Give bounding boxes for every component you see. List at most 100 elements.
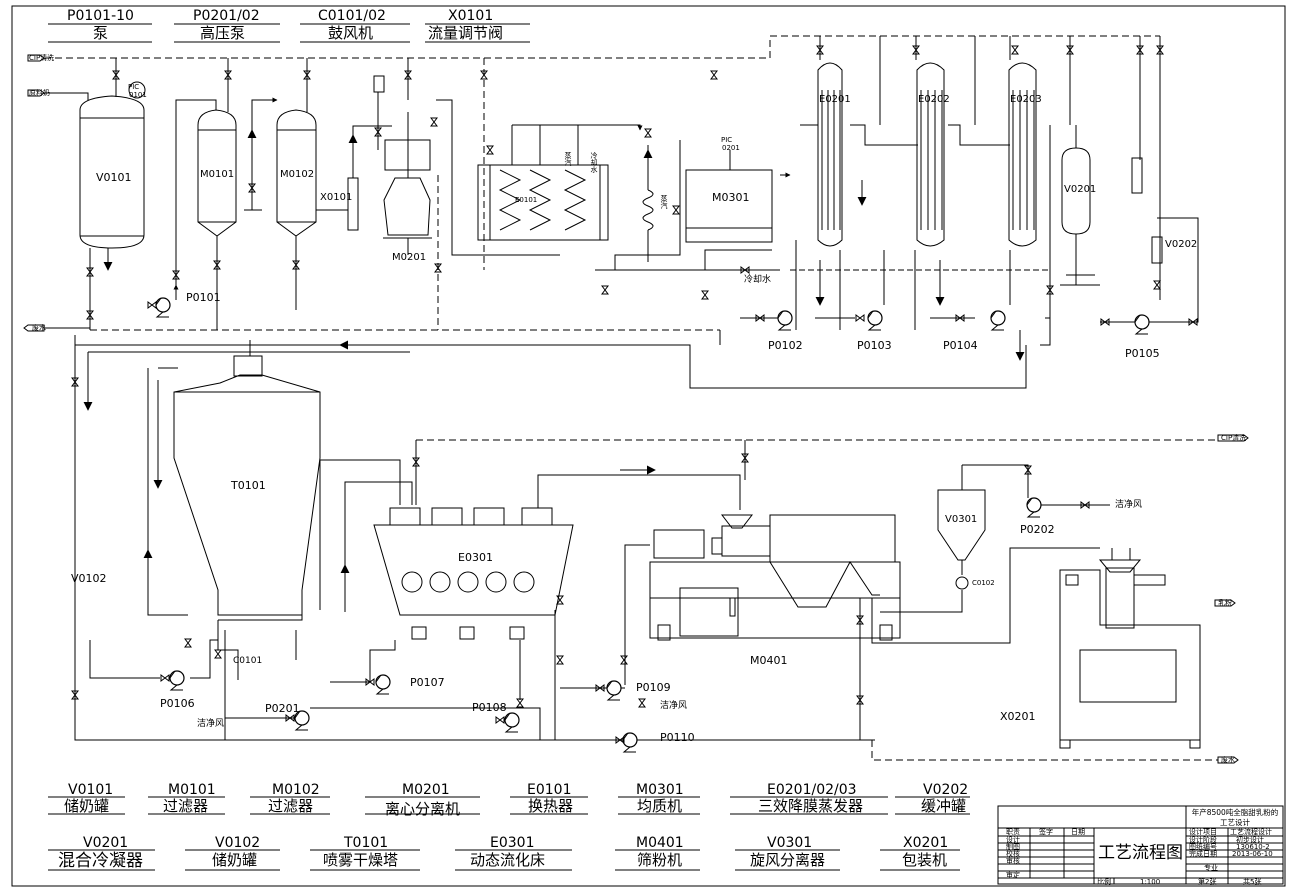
legend-name: 离心分离机 bbox=[385, 800, 461, 818]
legend-name: 旋风分离器 bbox=[750, 851, 826, 869]
info-value: 工艺流程设计 bbox=[1230, 828, 1272, 836]
tank-v0101 bbox=[79, 95, 145, 249]
legend-code: P0101-10 bbox=[67, 8, 134, 24]
stream-label-raw-milk: 原料奶 bbox=[29, 89, 50, 97]
equipment-tag-m0401: M0401 bbox=[750, 654, 788, 667]
legend-name: 换热器 bbox=[528, 797, 574, 815]
drawing-frame bbox=[11, 5, 1286, 887]
info-label: 设计阶段 bbox=[1189, 836, 1217, 844]
equipment-tag-v0202: V0202 bbox=[1165, 239, 1198, 250]
legend-name: 缓冲罐 bbox=[921, 797, 967, 815]
equipment-tag-c0102: C0102 bbox=[972, 579, 995, 587]
sifter-m0401 bbox=[649, 561, 901, 639]
equipment-tag-e0202: E0202 bbox=[918, 94, 950, 105]
equipment-tag-m0102: M0102 bbox=[280, 169, 315, 180]
centrifuge-m0201 bbox=[383, 139, 431, 236]
title-role: 审核 bbox=[1006, 857, 1020, 865]
stream-label-steam: 蒸汽 bbox=[660, 195, 668, 209]
scale-label: 比例 bbox=[1097, 878, 1111, 886]
sheet-number: 第2张 bbox=[1198, 878, 1217, 886]
sheet-total: 共5张 bbox=[1243, 878, 1262, 886]
legend-code: M0301 bbox=[636, 782, 684, 798]
title-header-col: 日期 bbox=[1071, 828, 1085, 836]
legend-code: M0201 bbox=[402, 782, 450, 798]
legend-name: 包装机 bbox=[902, 851, 948, 869]
filter-m0101 bbox=[197, 109, 237, 237]
drawing-title: 工艺流程图 bbox=[1098, 843, 1183, 863]
filter-m0102 bbox=[276, 109, 317, 237]
info-value: 130610-2 bbox=[1236, 843, 1270, 851]
title-role: 设计 bbox=[1006, 836, 1020, 844]
legend-code: M0401 bbox=[636, 835, 684, 851]
equipment-tag-m0101: M0101 bbox=[200, 169, 235, 180]
cyclone-v0301 bbox=[937, 489, 986, 561]
legend-code: M0101 bbox=[168, 782, 216, 798]
equipment-tag-t0101: T0101 bbox=[231, 479, 266, 492]
legend-code: M0102 bbox=[272, 782, 320, 798]
equipment-tag-x0201: X0201 bbox=[1000, 710, 1036, 723]
stream-label-waste-water: 废水 bbox=[32, 324, 46, 332]
fluid-bed-e0301 bbox=[373, 524, 574, 616]
info-value: 2013-06-10 bbox=[1232, 850, 1273, 858]
title-role: 制图 bbox=[1006, 843, 1020, 851]
evaporator-e0202 bbox=[916, 62, 945, 247]
legend-code: X0201 bbox=[903, 835, 949, 851]
equipment-tag-x0101: X0101 bbox=[320, 192, 353, 203]
equipment-tag-p0101: P0101 bbox=[186, 291, 221, 304]
stream-label-steam: 蒸汽 bbox=[564, 152, 572, 166]
stream-label-clean-air: 洁净风 bbox=[197, 719, 225, 729]
title-header-col: 签字 bbox=[1039, 828, 1053, 836]
equipment-tag-m0301: M0301 bbox=[712, 191, 750, 204]
scale-value: 1:100 bbox=[1140, 878, 1161, 886]
legend-code: E0101 bbox=[527, 782, 572, 798]
legend-name: 储奶罐 bbox=[64, 797, 110, 815]
stream-label-cip: CIP清洗 bbox=[1221, 434, 1247, 442]
stream-label-waste-water: 废水 bbox=[1221, 756, 1235, 764]
equipment-tag-v0102: V0102 bbox=[71, 572, 107, 585]
equipment-tag-e0101: E0101 bbox=[515, 196, 538, 204]
legend-code: V0301 bbox=[767, 835, 813, 851]
info-label: 专业 bbox=[1204, 864, 1218, 872]
legend-code: T0101 bbox=[344, 835, 389, 851]
stream-label-cip: CIP清洗 bbox=[29, 54, 55, 62]
equipment-tag-m0201: M0201 bbox=[392, 252, 427, 263]
spray-dryer-t0101 bbox=[173, 374, 321, 616]
legend-name: 动态流化床 bbox=[470, 851, 546, 869]
legend-code: X0101 bbox=[448, 8, 494, 24]
title-role: 审定 bbox=[1006, 871, 1020, 879]
info-value: 初步设计 bbox=[1236, 836, 1264, 844]
project-title: 年产8500吨全脂甜乳粉的工艺设计 bbox=[1191, 808, 1279, 827]
stream-label-milk-powder: 乳粉 bbox=[1218, 599, 1232, 607]
equipment-tag-p0201: P0201 bbox=[265, 702, 300, 715]
stream-label-cooling-water: 冷却水 bbox=[590, 152, 598, 173]
instrument-pic: PIC bbox=[721, 136, 733, 144]
legend-name: 过滤器 bbox=[268, 797, 314, 815]
legend-name: 混合冷凝器 bbox=[58, 851, 143, 871]
legend-code: C0101/02 bbox=[318, 8, 386, 24]
info-label: 完成日期 bbox=[1189, 850, 1217, 858]
equipment-tag-e0301: E0301 bbox=[458, 551, 493, 564]
legend-code: V0202 bbox=[923, 782, 969, 798]
legend-name: 均质机 bbox=[637, 797, 683, 815]
legend-code: V0201 bbox=[83, 835, 129, 851]
condenser-v0201 bbox=[1061, 147, 1091, 235]
equipment-tag-p0107: P0107 bbox=[410, 676, 445, 689]
legend-name: 喷雾干燥塔 bbox=[323, 851, 399, 869]
legend-code: V0102 bbox=[215, 835, 261, 851]
legend-code: V0101 bbox=[68, 782, 114, 798]
heat-exchanger-e0101 bbox=[477, 164, 609, 241]
legend-code: P0201/02 bbox=[193, 8, 260, 24]
evaporator-e0203 bbox=[1008, 62, 1037, 247]
legend-code: E0301 bbox=[490, 835, 535, 851]
homogenizer-m0301 bbox=[685, 169, 773, 243]
legend-code: E0201/02/03 bbox=[767, 782, 857, 798]
equipment-tag-p0109: P0109 bbox=[636, 681, 671, 694]
equipment-tag-c0101: C0101 bbox=[233, 656, 263, 666]
info-label: 图纸编号 bbox=[1189, 843, 1217, 851]
stream-label-clean-air: 洁净风 bbox=[1115, 500, 1143, 510]
equipment-tag-p0102: P0102 bbox=[768, 339, 803, 352]
legend-name: 鼓风机 bbox=[328, 24, 374, 42]
info-label: 设计项目 bbox=[1189, 828, 1217, 836]
legend-name: 流量调节阀 bbox=[428, 24, 504, 42]
title-block bbox=[997, 805, 1284, 885]
